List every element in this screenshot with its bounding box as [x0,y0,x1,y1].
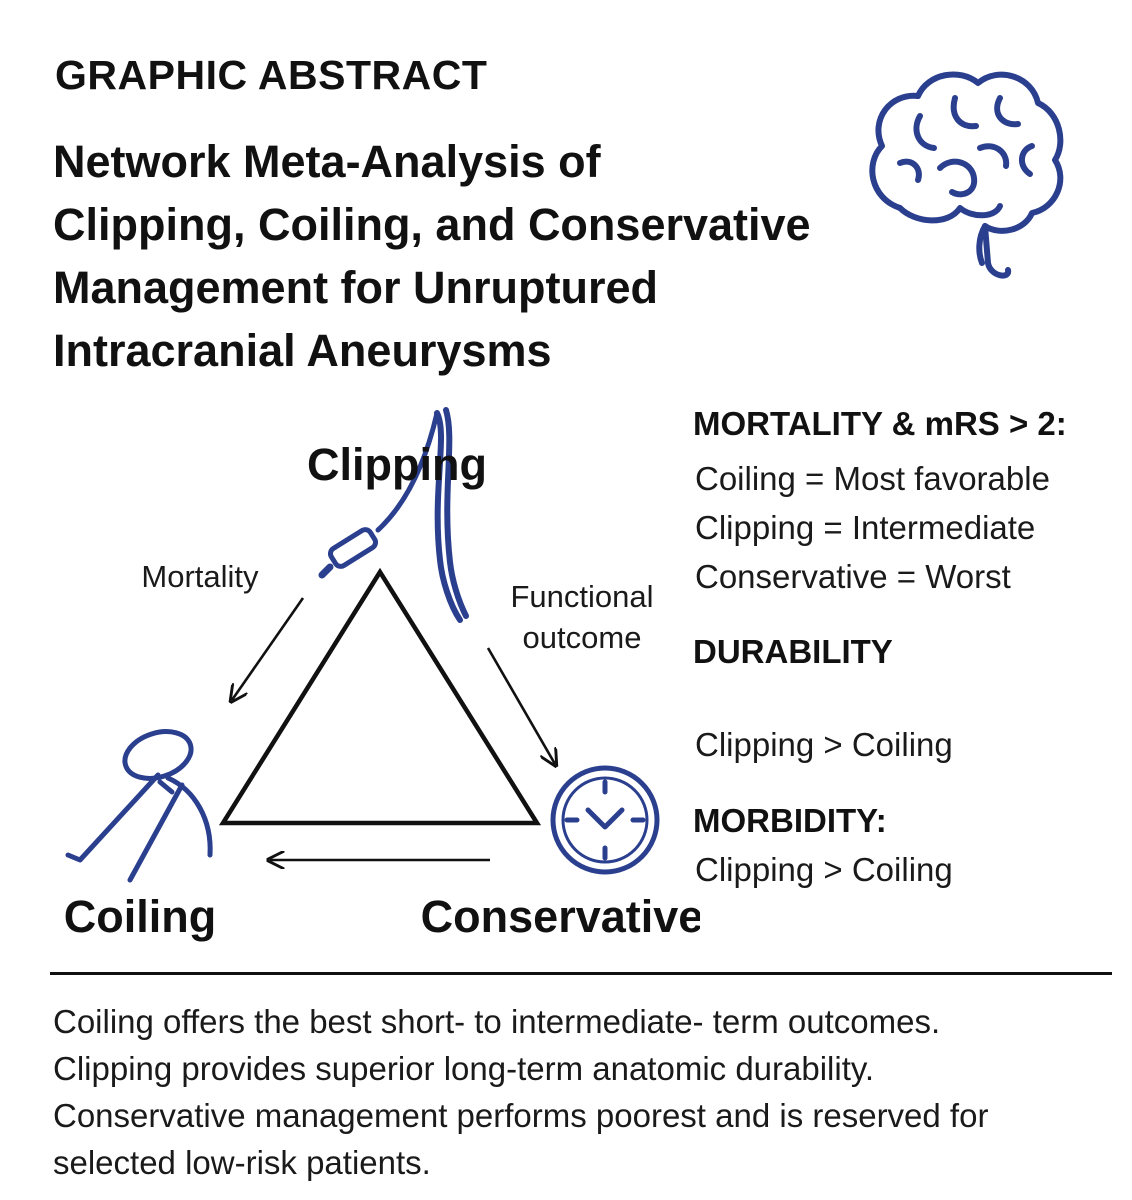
edge-label-mortality: Mortality [141,559,259,594]
edge-label-outcome: outcome [523,620,642,655]
mortality-line: Clipping = Intermediate [695,509,1036,546]
functional-outcome-arrow [486,647,555,764]
conclusion-line: Clipping provides superior long-term ana… [53,1050,875,1087]
page-title: Network Meta-Analysis of Clipping, Coili… [53,130,953,382]
coil-icon [65,729,213,883]
mortality-arrow [232,597,305,700]
conclusion-line: Conservative management performs poorest… [53,1097,989,1134]
clip-applier-icon [318,407,469,623]
node-label-clipping: Clipping [307,439,487,490]
title-line: Intracranial Aneurysms [53,325,552,376]
mortality-heading: MORTALITY & mRS > 2: [693,405,1067,442]
brain-icon [869,71,1064,279]
mortality-line: Conservative = Worst [695,558,1011,595]
mortality-line: Coiling = Most favorable [695,460,1050,497]
title-line: Clipping, Coiling, and Conservative [53,199,811,250]
network-triangle [218,567,542,826]
durability-line: Clipping > Coiling [695,726,953,763]
title-line: Network Meta-Analysis of [53,136,601,187]
durability-heading: DURABILITY [693,633,893,670]
node-label-coiling: Coiling [64,891,216,942]
morbidity-heading: MORBIDITY: [693,802,887,839]
treatment-network-diagram: Clipping Coiling Conservative Mortality … [64,407,700,942]
morbidity-line: Clipping > Coiling [695,851,953,888]
conclusion-line: Coiling offers the best short- to interm… [53,1003,941,1040]
edge-label-functional: Functional [510,579,653,614]
node-label-conservative: Conservative [421,891,700,942]
graphic-abstract-label: GRAPHIC ABSTRACT [55,52,488,98]
section-divider [50,972,1112,975]
title-line: Management for Unruptured [53,262,659,313]
clock-icon [550,765,660,875]
conclusion-line: selected low-risk patients. [53,1144,431,1181]
conclusion-text: Coiling offers the best short- to interm… [53,998,1123,1186]
